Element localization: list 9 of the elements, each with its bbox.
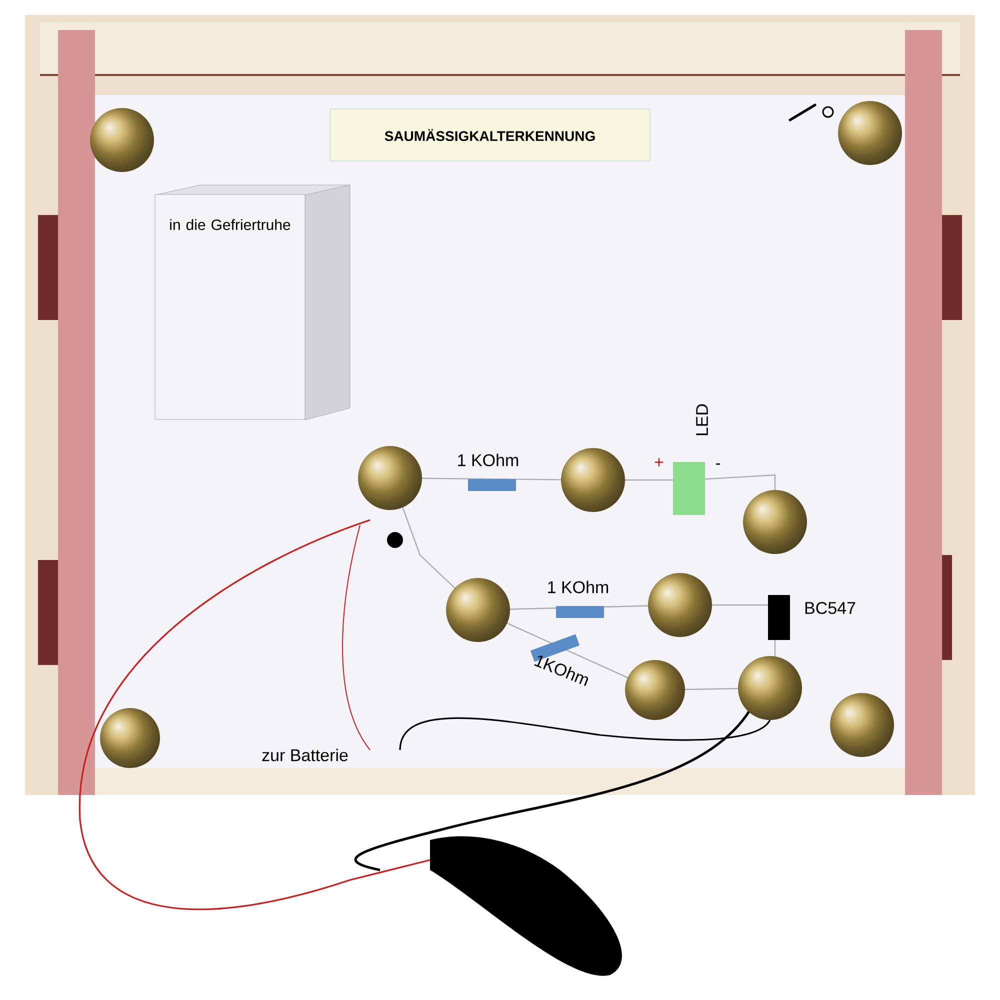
polarity-sign: +	[654, 458, 664, 466]
battery-label: zur Batterie	[262, 748, 348, 762]
resistor-label: 1 KOhm	[458, 454, 518, 466]
resistor-label: 1 KOhm	[548, 580, 608, 594]
title-box: SAUMÄSSIGKALTERKENNUNG	[330, 108, 650, 162]
led-label: LED	[696, 404, 708, 436]
polarity-sign: -	[716, 463, 720, 465]
freezer-box: in die Gefriertruhe	[154, 184, 350, 420]
transistor-label: BC547	[805, 602, 856, 614]
